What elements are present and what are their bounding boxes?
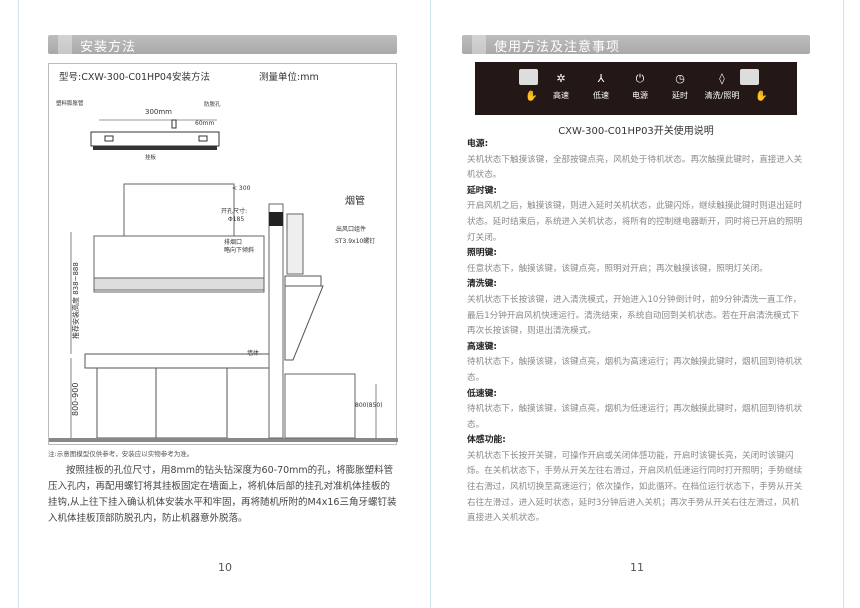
section-title: 清洗键: (467, 279, 497, 290)
button-low-speed[interactable]: 低速 (593, 91, 609, 100)
section-title: 高速键: (467, 341, 497, 352)
power-icon[interactable]: ⏻ (635, 72, 645, 85)
section-text: 关机状态下长按该键，进入清洗模式，开始进入10分钟倒计时，前9分钟清洗一直工作，… (467, 294, 802, 337)
section-text: 关机状态下触摸该键，全部按键点亮，风机处于待机状态。再次触摸此键时，直接进入关机… (467, 154, 803, 181)
section-text: 关机状态下长按开关键，可操作开启或关闭体感功能，开启时该键长亮，关闭时该键闪烁。… (467, 450, 803, 524)
section-text: 待机状态下，触摸该键，该键点亮，烟机为高速运行；再次触摸此键时，烟机回到待机状态… (467, 357, 803, 383)
label: ST3.9x10螺钉 (335, 237, 375, 245)
header-title: 使用方法及注意事项 (494, 40, 621, 55)
section-title: 电源: (467, 139, 489, 149)
header-title: 安装方法 (80, 40, 137, 55)
fan-low-icon[interactable]: ⅄ (597, 72, 605, 85)
label: 防脱孔 (204, 100, 221, 108)
label: 略向下倾斜 (224, 246, 254, 254)
sensor-pad-right[interactable] (740, 69, 759, 85)
control-panel: ✋ ✲ 高速 ⅄ 低速 ⏻ 电源 ◷ 延时 ◊ 清洗/照明 ✋ (475, 62, 797, 115)
section-title: 体感功能: (467, 435, 506, 446)
page-number: 10 (218, 561, 232, 574)
label: 塑料膨胀管 (56, 99, 84, 107)
label: 挂板 (145, 153, 157, 161)
label: 烟管 (345, 194, 365, 207)
model-title: 型号:CXW-300-C01HP04安装方法 (59, 71, 210, 83)
page-edge (18, 0, 19, 608)
gesture-hand-icon: ✋ (755, 91, 768, 102)
label: 800(850) (355, 402, 383, 409)
button-power[interactable]: 电源 (632, 91, 648, 100)
section-text: 开启风机之后，触摸该键，则进入延时关机状态，此键闪烁，继续触摸此键时则退出延时状… (467, 201, 803, 243)
fan-high-icon[interactable]: ✲ (556, 72, 566, 85)
timer-icon[interactable]: ◷ (675, 72, 685, 85)
button-delay[interactable]: 延时 (672, 91, 688, 100)
label: 60mm (195, 120, 214, 127)
label: < 300 (232, 185, 251, 192)
label: 墙体 (247, 349, 259, 357)
page-divider (430, 0, 431, 608)
label: 300mm (145, 108, 172, 116)
section-header-install: 安装方法 (48, 35, 397, 55)
page-edge (843, 0, 844, 608)
label: Φ185 (228, 216, 244, 223)
section-title: 照明键: (467, 248, 497, 259)
panel-caption: CXW-300-C01HP03开关使用说明 (558, 126, 714, 137)
install-instructions: 按照挂板的孔位尺寸，用8mm的钻头钻深度为60-70mm的孔，将膨胀塑料管压入孔… (48, 465, 397, 524)
instructions: 电源: 关机状态下触摸该键，全部按键点亮，风机处于待机状态。再次触摸此键时，直接进… (467, 137, 807, 527)
section-text: 任意状态下，触摸该键，该键点亮，照明对开启；再次触摸该键，照明灯关闭。 (467, 263, 768, 274)
section-text: 待机状态下，触摸该键，该键点亮，烟机为低速运行；再次触摸此键时，烟机回到待机状态… (467, 404, 803, 430)
sensor-pad-left[interactable] (519, 69, 538, 85)
diagram-note: 注:示意图模型仅供参考，安装应以实物参考为准。 (48, 450, 194, 458)
section-header-usage: 使用方法及注意事项 (462, 35, 810, 55)
label: 推荐安装高度 838~888 (71, 262, 80, 339)
button-clean-light[interactable]: 清洗/照明 (704, 91, 740, 100)
install-diagram: 型号:CXW-300-C01HP04安装方法 测量单位:mm 塑料膨胀管 防脱孔… (48, 63, 398, 445)
label: 出风口组件 (336, 225, 366, 233)
section-title: 低速键: (467, 388, 497, 399)
gesture-hand-icon: ✋ (525, 91, 538, 102)
section-title: 延时键: (467, 185, 497, 196)
droplet-icon[interactable]: ◊ (719, 72, 725, 85)
page-number: 11 (630, 561, 644, 574)
label: 800-900 (71, 383, 80, 416)
unit-label: 测量单位:mm (259, 71, 319, 83)
label: 排烟口 (224, 238, 242, 246)
button-high-speed[interactable]: 高速 (553, 91, 569, 100)
label: 开孔尺寸: (221, 207, 247, 215)
